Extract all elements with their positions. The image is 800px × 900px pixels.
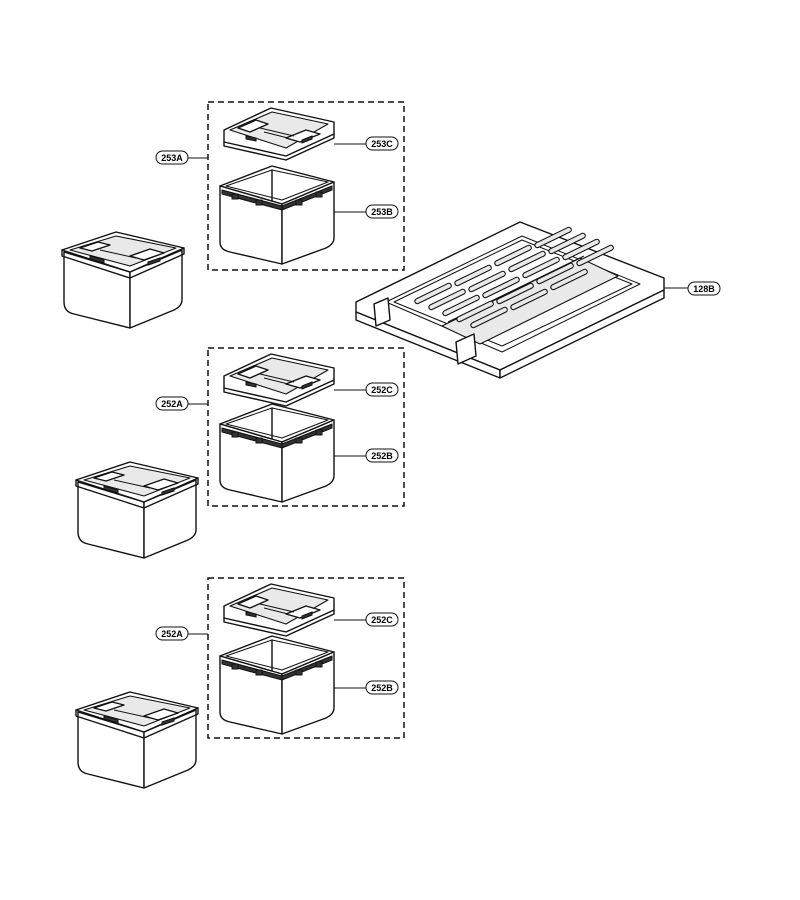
label-252c-bottom: 252C bbox=[365, 612, 399, 627]
group-frame-bottom bbox=[207, 577, 405, 739]
group-frame-top bbox=[207, 101, 405, 271]
assembled-container-bottom bbox=[75, 691, 199, 789]
lid-252c-bottom bbox=[223, 583, 335, 637]
lid-253c bbox=[223, 107, 335, 161]
svg-text:252A: 252A bbox=[161, 399, 183, 409]
label-253a: 253A bbox=[155, 150, 189, 165]
shelf-128b bbox=[355, 221, 665, 379]
svg-text:253C: 253C bbox=[371, 139, 393, 149]
label-253b: 253B bbox=[365, 204, 399, 219]
box-252b-bottom bbox=[219, 635, 335, 735]
svg-text:253A: 253A bbox=[161, 153, 183, 163]
assembled-container-top bbox=[61, 231, 185, 329]
svg-text:252B: 252B bbox=[371, 683, 393, 693]
svg-text:252A: 252A bbox=[161, 629, 183, 639]
label-252b-bottom: 252B bbox=[365, 680, 399, 695]
label-252b-middle: 252B bbox=[365, 448, 399, 463]
box-253b bbox=[219, 165, 335, 265]
svg-text:128B: 128B bbox=[693, 284, 715, 294]
group-frame-middle bbox=[207, 347, 405, 507]
label-252c-middle: 252C bbox=[365, 382, 399, 397]
svg-text:252C: 252C bbox=[371, 385, 393, 395]
label-252a-middle: 252A bbox=[155, 396, 189, 411]
svg-text:252B: 252B bbox=[371, 451, 393, 461]
label-252a-bottom: 252A bbox=[155, 626, 189, 641]
svg-text:252C: 252C bbox=[371, 615, 393, 625]
box-252b-middle bbox=[219, 403, 335, 503]
assembled-container-middle bbox=[75, 461, 199, 559]
svg-text:253B: 253B bbox=[371, 207, 393, 217]
label-253c: 253C bbox=[365, 136, 399, 151]
label-128b: 128B bbox=[687, 281, 721, 296]
lid-252c-middle bbox=[223, 353, 335, 407]
